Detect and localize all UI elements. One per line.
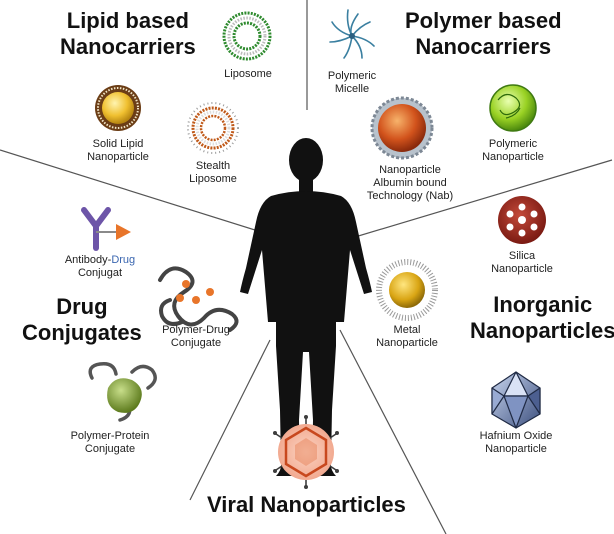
liposome-icon bbox=[222, 11, 272, 61]
polymeric-micelle-icon bbox=[329, 9, 375, 59]
metal-nanoparticle-icon bbox=[376, 259, 438, 321]
section-title-polymer: Polymer based Nanocarriers bbox=[405, 8, 562, 59]
polymer-protein-conjugate-icon bbox=[88, 361, 157, 422]
antibody-drug-conjugate-icon bbox=[81, 207, 131, 251]
solid-lipid-nanoparticle-icon bbox=[95, 85, 141, 131]
section-title-viral: Viral Nanoparticles bbox=[207, 492, 406, 517]
polymeric-nanoparticle-icon bbox=[489, 84, 537, 132]
divider-right bbox=[344, 159, 613, 241]
label-polymeric-nanoparticle: Polymeric Nanoparticle bbox=[482, 138, 544, 163]
divider-bottom-left bbox=[189, 339, 271, 501]
viral-nanoparticle-icon bbox=[273, 415, 339, 489]
divider-left bbox=[0, 149, 256, 231]
label-liposome: Liposome bbox=[224, 68, 272, 80]
silica-nanoparticle-icon bbox=[498, 196, 546, 244]
section-title-inorganic: Inorganic Nanoparticles bbox=[470, 292, 614, 343]
nab-nanoparticle-icon bbox=[370, 96, 434, 160]
hafnium-oxide-nanoparticle-icon bbox=[491, 371, 541, 429]
human-figure-icon bbox=[240, 138, 372, 476]
label-polymeric-micelle: Polymeric Micelle bbox=[327, 70, 377, 95]
label-conjugat-part: Conjugat bbox=[77, 267, 123, 279]
stealth-liposome-icon bbox=[187, 102, 239, 154]
polymer-drug-conjugate-icon bbox=[158, 266, 239, 332]
label-nab: Nanoparticle Albumin bound Technology (N… bbox=[366, 164, 454, 202]
label-metal: Metal Nanoparticle bbox=[376, 324, 438, 349]
label-polymer-drug: Polymer-Drug Conjugate bbox=[162, 324, 230, 349]
label-drug-part: Drug bbox=[111, 254, 136, 266]
label-stealth-liposome: Stealth Liposome bbox=[189, 160, 237, 185]
section-title-lipid: Lipid based Nanocarriers bbox=[60, 8, 196, 59]
label-silica: Silica Nanoparticle bbox=[491, 250, 553, 275]
label-solid-lipid: Solid Lipid Nanoparticle bbox=[87, 138, 149, 163]
label-hafnium: Hafnium Oxide Nanoparticle bbox=[479, 430, 553, 455]
divider-bottom-right bbox=[339, 329, 447, 534]
section-title-drug: Drug Conjugates bbox=[22, 294, 142, 345]
label-antibody-part: Antibody- bbox=[64, 254, 112, 266]
label-polymer-protein: Polymer-Protein Conjugate bbox=[70, 430, 150, 455]
